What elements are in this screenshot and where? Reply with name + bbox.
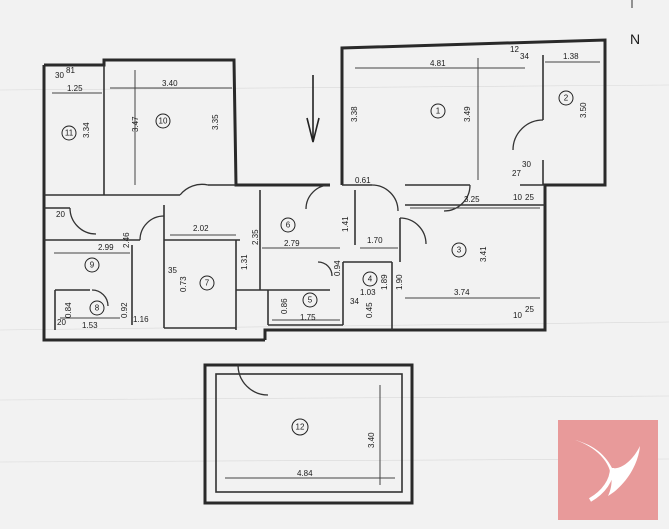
svg-text:1.75: 1.75 (300, 313, 316, 322)
svg-text:3.49: 3.49 (463, 106, 472, 122)
north-label: N (630, 31, 640, 47)
svg-text:3.41: 3.41 (479, 246, 488, 262)
svg-text:34: 34 (520, 52, 529, 61)
svg-text:1.16: 1.16 (133, 315, 149, 324)
svg-text:30: 30 (522, 160, 531, 169)
svg-text:20: 20 (56, 210, 65, 219)
svg-text:3: 3 (457, 246, 462, 255)
svg-text:0.61: 0.61 (355, 176, 371, 185)
svg-text:0.84: 0.84 (64, 302, 73, 318)
room-10-label: 10 (155, 113, 171, 129)
svg-text:34: 34 (350, 297, 359, 306)
entrance-arrow-icon (306, 75, 320, 143)
svg-text:0.94: 0.94 (333, 260, 342, 276)
svg-text:1.90: 1.90 (395, 274, 404, 290)
svg-text:0.45: 0.45 (365, 302, 374, 318)
watermark-logo (558, 420, 658, 520)
svg-text:10: 10 (159, 117, 168, 126)
svg-text:3.35: 3.35 (211, 114, 220, 130)
room-12-walls (203, 363, 414, 505)
svg-text:2.79: 2.79 (284, 239, 300, 248)
svg-text:4: 4 (368, 275, 373, 284)
svg-text:27: 27 (512, 169, 521, 178)
svg-text:25: 25 (525, 305, 534, 314)
svg-text:9: 9 (90, 261, 95, 270)
svg-text:25: 25 (525, 193, 534, 202)
svg-text:4.81: 4.81 (430, 59, 446, 68)
svg-text:1.03: 1.03 (360, 288, 376, 297)
svg-text:1.70: 1.70 (367, 236, 383, 245)
svg-text:0.92: 0.92 (120, 302, 129, 318)
svg-text:12: 12 (510, 45, 519, 54)
dimension-texts: 4.81 3.49 3.38 12 34 1.38 3.50 27 30 3.2… (55, 45, 588, 478)
svg-text:2.99: 2.99 (98, 243, 114, 252)
room-7-label: 7 (199, 275, 215, 291)
svg-text:1: 1 (436, 107, 441, 116)
svg-text:3.40: 3.40 (162, 79, 178, 88)
svg-text:3.47: 3.47 (131, 116, 140, 132)
svg-text:8: 8 (95, 304, 100, 313)
svg-text:35: 35 (168, 266, 177, 275)
svg-text:3.34: 3.34 (82, 122, 91, 138)
svg-text:20: 20 (57, 318, 66, 327)
svg-text:12: 12 (296, 423, 305, 432)
room-12-label: 12 (291, 418, 309, 436)
svg-text:3.38: 3.38 (350, 106, 359, 122)
svg-text:2: 2 (564, 94, 569, 103)
svg-text:0.73: 0.73 (179, 276, 188, 292)
room-2-label: 2 (558, 90, 574, 106)
room-4-label: 4 (362, 271, 378, 287)
svg-text:1.89: 1.89 (380, 274, 389, 290)
room-labels: 1 2 3 4 5 6 7 8 9 10 11 12 (61, 90, 574, 436)
svg-text:7: 7 (205, 279, 210, 288)
svg-text:1.38: 1.38 (563, 52, 579, 61)
svg-text:11: 11 (65, 129, 74, 138)
svg-text:10: 10 (513, 193, 522, 202)
room-3-label: 3 (451, 242, 467, 258)
room-11-label: 11 (61, 125, 77, 141)
svg-text:1.53: 1.53 (82, 321, 98, 330)
svg-text:5: 5 (308, 296, 313, 305)
doors (69, 119, 544, 396)
svg-text:4.84: 4.84 (297, 469, 313, 478)
svg-text:3.74: 3.74 (454, 288, 470, 297)
svg-text:10: 10 (513, 311, 522, 320)
svg-text:3.40: 3.40 (367, 432, 376, 448)
svg-text:1.41: 1.41 (341, 216, 350, 232)
room-9-label: 9 (84, 257, 100, 273)
svg-text:2.46: 2.46 (122, 232, 131, 248)
svg-text:30: 30 (55, 71, 64, 80)
room-6-label: 6 (280, 217, 296, 233)
svg-text:2.02: 2.02 (193, 224, 209, 233)
room-1-label: 1 (430, 103, 446, 119)
paper-lines (0, 84, 669, 463)
svg-text:6: 6 (286, 221, 291, 230)
svg-text:3.50: 3.50 (579, 102, 588, 118)
room-5-label: 5 (302, 292, 318, 308)
svg-text:0.86: 0.86 (280, 298, 289, 314)
main-walls (42, 38, 607, 342)
svg-text:3.25: 3.25 (464, 195, 480, 204)
svg-text:2.35: 2.35 (251, 229, 260, 245)
dimension-lines (52, 58, 600, 485)
svg-text:1.31: 1.31 (240, 254, 249, 270)
room-8-label: 8 (89, 300, 105, 316)
svg-text:81: 81 (66, 66, 75, 75)
svg-text:1.25: 1.25 (67, 84, 83, 93)
